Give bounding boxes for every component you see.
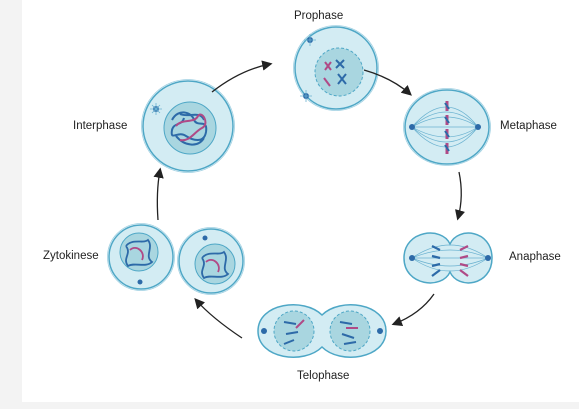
arrow-zytokinese-to-interphase	[153, 167, 164, 221]
centrosome-icon	[150, 103, 162, 115]
mitosis-diagram: Prophase Metaphase Anaphase Telophase Zy…	[22, 0, 579, 402]
zytokinese-cells	[107, 223, 245, 295]
chromatin	[170, 111, 208, 146]
centrosome-icon	[137, 279, 143, 285]
interphase-label: Interphase	[73, 120, 128, 132]
metaphase-cell	[403, 88, 491, 166]
zytokinese-label: Zytokinese	[43, 250, 99, 262]
centrosome-icon	[409, 124, 481, 130]
arrow-prophase-to-metaphase	[363, 69, 412, 96]
centrosome-icon	[202, 235, 208, 241]
spindle-fibers	[411, 244, 489, 272]
arrow-interphase-to-prophase	[211, 60, 273, 93]
anaphase-label: Anaphase	[509, 251, 561, 263]
centrosome-icon	[261, 328, 383, 334]
prophase-cell	[293, 25, 379, 111]
anaphase-cell	[403, 232, 493, 284]
prophase-label: Prophase	[294, 10, 344, 22]
centrosome-icon	[409, 255, 491, 261]
telophase-cell	[257, 304, 387, 358]
interphase-cell	[141, 79, 235, 173]
arrow-anaphase-to-telophase	[391, 293, 435, 327]
telophase-label: Telophase	[297, 370, 350, 382]
arrow-metaphase-to-anaphase	[455, 171, 466, 221]
metaphase-label: Metaphase	[500, 120, 557, 132]
centrosome-icon	[300, 34, 316, 102]
diagram-canvas	[107, 25, 493, 358]
arrow-telophase-to-zytokinese	[194, 298, 243, 339]
